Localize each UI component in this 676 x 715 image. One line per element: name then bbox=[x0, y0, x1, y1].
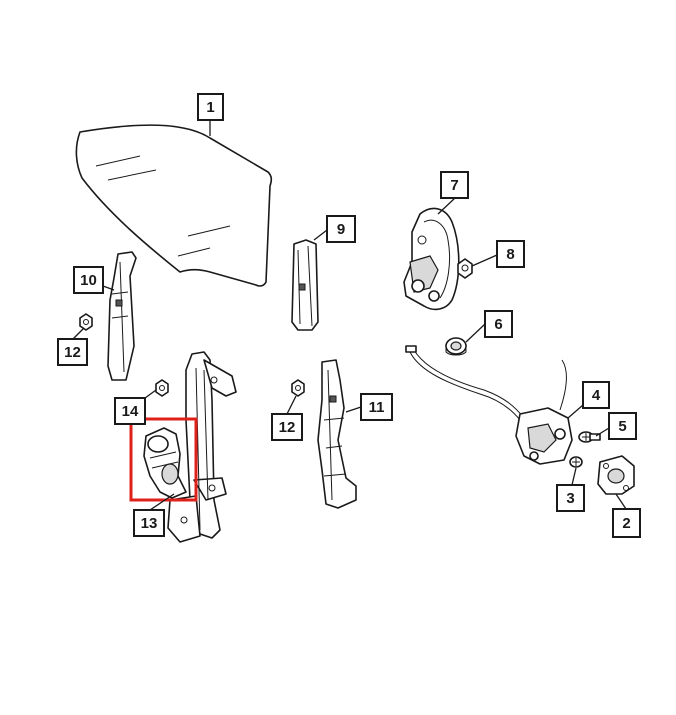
nut-left[interactable] bbox=[79, 313, 93, 331]
screw-latch[interactable] bbox=[578, 431, 601, 443]
nut-regulator[interactable] bbox=[155, 379, 169, 397]
svg-text:3: 3 bbox=[566, 490, 574, 507]
glass-guide[interactable] bbox=[291, 239, 319, 331]
callout-8: 8 bbox=[496, 240, 525, 268]
svg-text:6: 6 bbox=[494, 316, 502, 333]
door-striker[interactable] bbox=[597, 455, 635, 495]
svg-text:2: 2 bbox=[622, 515, 630, 532]
callout-11: 11 bbox=[360, 393, 393, 421]
svg-text:10: 10 bbox=[80, 272, 97, 289]
rear-glass-channel[interactable] bbox=[317, 359, 357, 509]
svg-text:1: 1 bbox=[206, 99, 214, 116]
callout-13: 13 bbox=[133, 509, 165, 537]
nut-center[interactable] bbox=[291, 379, 305, 397]
svg-text:9: 9 bbox=[337, 221, 345, 238]
svg-text:14: 14 bbox=[122, 403, 139, 420]
outside-handle-bracket[interactable] bbox=[403, 207, 460, 311]
nut-handle[interactable] bbox=[457, 258, 473, 279]
svg-text:12: 12 bbox=[64, 344, 81, 361]
front-glass-channel[interactable] bbox=[107, 251, 137, 381]
svg-text:7: 7 bbox=[450, 177, 458, 194]
door-latch[interactable] bbox=[405, 345, 573, 465]
svg-text:8: 8 bbox=[506, 246, 514, 263]
callout-3: 3 bbox=[556, 484, 585, 512]
window-regulator-motor[interactable] bbox=[143, 427, 187, 499]
callout-10: 10 bbox=[73, 266, 104, 294]
callout-12-center: 12 bbox=[271, 413, 303, 441]
leader-lines bbox=[72, 120, 627, 511]
svg-text:5: 5 bbox=[618, 418, 626, 435]
svg-text:12: 12 bbox=[279, 419, 296, 436]
svg-text:4: 4 bbox=[592, 387, 601, 404]
svg-text:13: 13 bbox=[141, 515, 158, 532]
callout-9: 9 bbox=[326, 215, 356, 243]
callout-12-left: 12 bbox=[57, 338, 88, 366]
callout-4: 4 bbox=[582, 381, 610, 409]
callout-1: 1 bbox=[197, 93, 224, 121]
door-bumper[interactable] bbox=[445, 337, 467, 356]
callout-6: 6 bbox=[484, 310, 513, 338]
door-glass[interactable] bbox=[75, 124, 273, 287]
callout-14: 14 bbox=[114, 397, 146, 425]
callout-2: 2 bbox=[612, 508, 641, 538]
callout-5: 5 bbox=[608, 412, 637, 440]
svg-text:11: 11 bbox=[369, 399, 385, 416]
screw-striker[interactable] bbox=[569, 456, 583, 468]
callout-7: 7 bbox=[440, 171, 469, 199]
highlight-box-motor bbox=[129, 417, 198, 502]
